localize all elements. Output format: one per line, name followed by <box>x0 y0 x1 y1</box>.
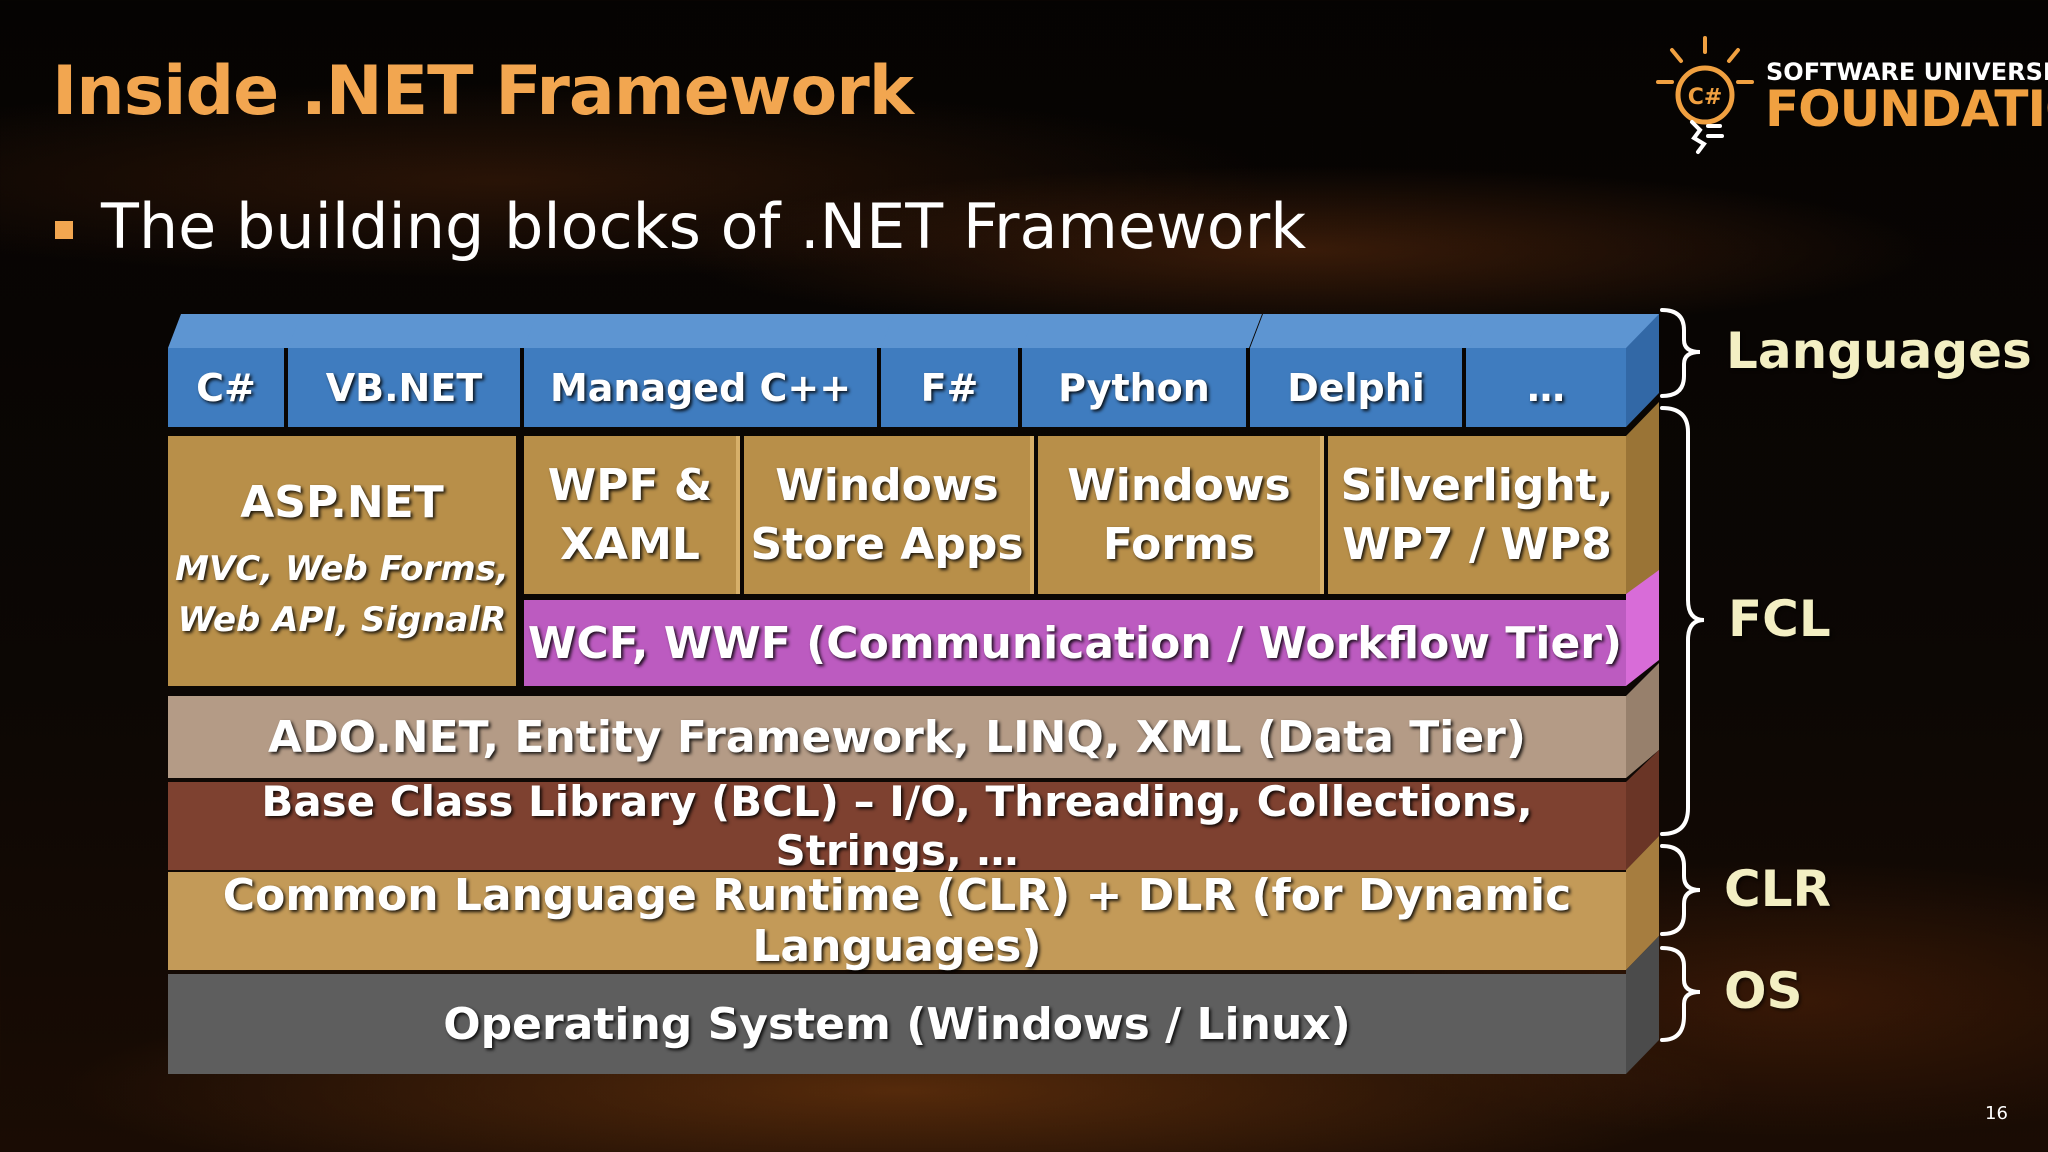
os-label: OS <box>1724 962 1803 1020</box>
clr-label: CLR <box>1724 860 1832 918</box>
aspnet-subtitle-line2: Web API, SignalR <box>177 599 507 640</box>
lang-block-python: Python <box>1022 348 1246 427</box>
lang-block-vbnet: VB.NET <box>288 348 520 427</box>
lang-block-fsharp: F# <box>881 348 1018 427</box>
slide-title: Inside .NET Framework <box>52 52 914 131</box>
software-university-logo: C# SOFTWARE UNIVERSITY FOUNDATION <box>1650 30 2048 160</box>
bullet-marker <box>55 220 73 239</box>
bullet-item: The building blocks of .NET Framework <box>55 190 1306 263</box>
windows-store-apps-block: Windows Store Apps <box>744 436 1034 594</box>
lang-block-csharp: C# <box>168 348 284 427</box>
windows-store-apps-line1: Windows <box>775 459 999 511</box>
silverlight-wp-line1: Silverlight, <box>1340 459 1614 511</box>
lang-block-more: … <box>1466 348 1626 427</box>
windows-forms-block: Windows Forms <box>1038 436 1324 594</box>
wpf-xaml-line2: XAML <box>560 519 700 570</box>
lightbulb-logo-icon: C# <box>1656 36 1754 154</box>
bullet-text: The building blocks of .NET Framework <box>101 190 1307 263</box>
windows-forms-line1: Windows <box>1067 459 1291 511</box>
silverlight-wp-block: Silverlight, WP7 / WP8 <box>1328 436 1626 594</box>
wpf-xaml-line1: WPF & <box>547 459 713 511</box>
wcf-wwf-block: WCF, WWF (Communication / Workflow Tier) <box>524 600 1626 686</box>
silverlight-wp-line2: WP7 / WP8 <box>1342 519 1612 570</box>
page-number: 16 <box>1985 1103 2008 1124</box>
languages-label: Languages <box>1726 322 2032 380</box>
aspnet-block: ASP.NET MVC, Web Forms, Web API, SignalR <box>168 436 516 686</box>
os-block: Operating System (Windows / Linux) <box>168 974 1626 1074</box>
ado-data-tier-block: ADO.NET, Entity Framework, LINQ, XML (Da… <box>168 696 1626 778</box>
logo-emblem-text: C# <box>1688 85 1723 110</box>
lang-block-managed-cpp: Managed C++ <box>524 348 877 427</box>
aspnet-title: ASP.NET <box>240 476 444 528</box>
fcl-label: FCL <box>1728 590 1831 648</box>
wpf-xaml-block: WPF & XAML <box>524 436 740 594</box>
logo-text-top: SOFTWARE UNIVERSITY <box>1766 58 2048 86</box>
logo-text-bottom: FOUNDATION <box>1765 80 2048 138</box>
windows-forms-line2: Forms <box>1102 519 1256 570</box>
clr-block: Common Language Runtime (CLR) + DLR (for… <box>168 870 1626 972</box>
lang-block-delphi: Delphi <box>1250 348 1462 427</box>
bcl-block: Base Class Library (BCL) – I/O, Threadin… <box>168 777 1626 875</box>
windows-store-apps-line2: Store Apps <box>750 519 1024 570</box>
aspnet-subtitle-line1: MVC, Web Forms, <box>175 548 509 589</box>
